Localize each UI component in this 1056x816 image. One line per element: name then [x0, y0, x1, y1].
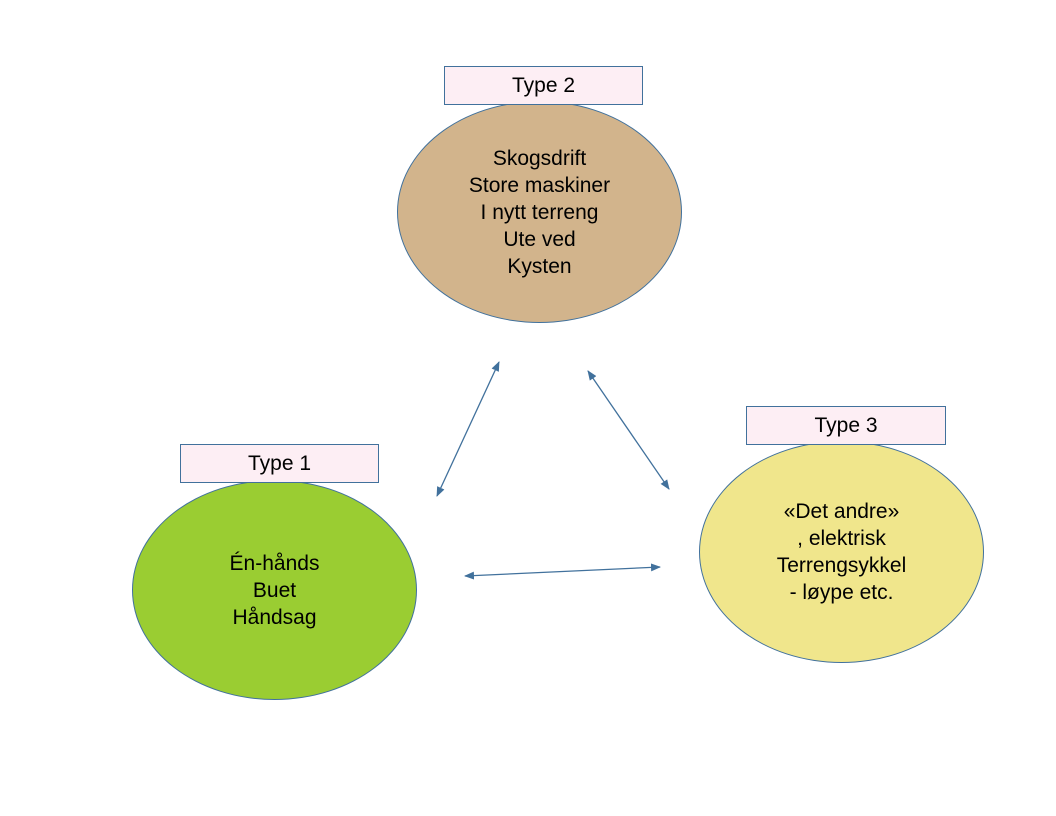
type3-label: Type 3 — [746, 406, 946, 445]
description-line: Én-hånds — [229, 551, 320, 575]
description-line: - løype etc. — [789, 581, 894, 604]
description-line: Håndsag — [232, 605, 317, 629]
description-line: «Det andre» — [783, 500, 900, 523]
description-line: Store maskiner — [468, 173, 611, 197]
description-line: , elektrisk — [797, 527, 886, 550]
type2-label: Type 2 — [444, 66, 643, 105]
description-line: Terrengsykkel — [776, 554, 907, 577]
description-line: Kysten — [507, 254, 572, 278]
description-line: Buet — [252, 578, 297, 602]
arrow-type1-type3 — [464, 563, 661, 580]
description-line: I nytt terreng — [480, 200, 599, 224]
arrow-type1-type2 — [436, 361, 500, 497]
description-line: Ute ved — [503, 227, 576, 251]
type1-label: Type 1 — [180, 444, 379, 483]
description-line: Skogsdrift — [492, 146, 587, 170]
arrow-type2-type3 — [587, 370, 670, 490]
